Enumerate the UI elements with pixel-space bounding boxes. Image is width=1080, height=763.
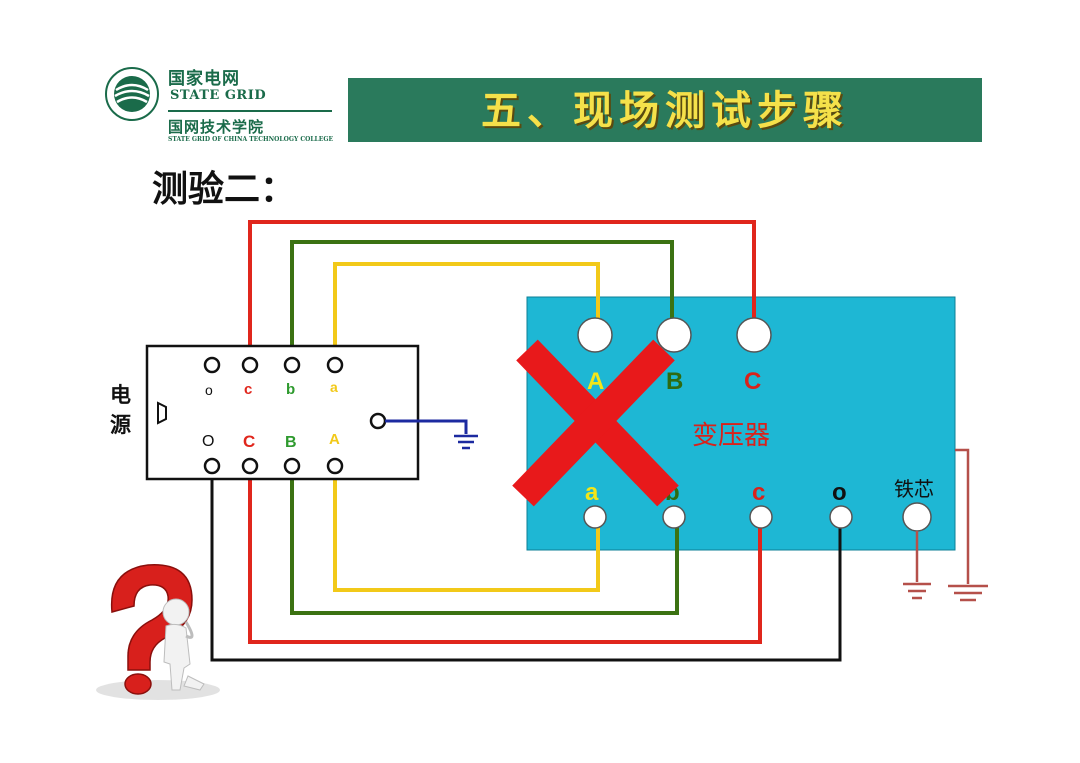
transformer-label: 变压器	[692, 421, 770, 451]
slide-subtitle: 测验二：	[152, 169, 297, 210]
source-terminal-a-top	[326, 356, 344, 374]
source-terminal-a-bottom	[326, 457, 344, 475]
lv-terminal-c	[749, 505, 773, 529]
hv-terminal-B	[656, 317, 692, 353]
hv-label-A: A	[587, 368, 604, 395]
source-terminal-o-bottom	[203, 457, 221, 475]
source-terminal-b-bottom	[283, 457, 301, 475]
source-label-b-bottom: B	[285, 434, 297, 451]
lv-terminal-b	[662, 505, 686, 529]
state-grid-logo-icon	[105, 67, 159, 121]
college-name-cn: 国网技术学院	[168, 118, 265, 136]
source-terminal-b-top	[283, 356, 301, 374]
question-figure-icon	[96, 564, 220, 700]
hv-label-B: B	[666, 368, 683, 395]
title-bar: 五、现场测试步骤	[348, 78, 982, 142]
source-terminal-c-bottom	[241, 457, 259, 475]
source-terminal-c-top	[241, 356, 259, 374]
tank-ground-wire	[955, 448, 970, 584]
source-title-line1: 电	[110, 383, 131, 407]
wire-green-top	[290, 240, 674, 358]
power-source-box	[145, 344, 420, 481]
source-symbol-icon	[157, 401, 167, 425]
wire-red-top	[248, 220, 756, 358]
hv-terminal-A	[577, 317, 613, 353]
lv-label-o: o	[832, 479, 847, 506]
lv-label-c: c	[752, 479, 765, 506]
lv-terminal-a	[583, 505, 607, 529]
logo-text-en: STATE GRID	[170, 88, 267, 103]
lv-terminal-o	[829, 505, 853, 529]
source-label-o-top: o	[205, 382, 213, 398]
college-name-en: STATE GRID OF CHINA TECHNOLOGY COLLEGE	[168, 136, 334, 143]
source-label-a-bottom: A	[329, 431, 340, 448]
source-label-b-top: b	[286, 381, 295, 398]
source-terminal-o-top	[203, 356, 221, 374]
cross-stroke-2	[512, 339, 675, 507]
source-title-line2: 源	[110, 413, 131, 437]
wire-black-bottom	[210, 474, 842, 662]
wire-yellow-bottom	[333, 474, 600, 592]
source-label-o-bottom: O	[202, 433, 214, 450]
source-ground-wire	[385, 419, 468, 434]
slide-title: 五、现场测试步骤	[481, 88, 849, 134]
source-ground-terminal	[369, 412, 387, 430]
wire-yellow-top	[333, 262, 600, 358]
source-label-c-bottom: C	[243, 432, 255, 451]
wire-green-bottom	[290, 474, 679, 615]
logo-divider	[168, 110, 332, 112]
hv-label-C: C	[744, 368, 761, 395]
logo-text-cn: 国家电网	[168, 69, 240, 89]
core-terminal	[902, 502, 932, 532]
source-label-c-top: c	[244, 381, 252, 398]
logo-block: 国家电网 STATE GRID 国网技术学院 STATE GRID OF CHI…	[104, 62, 336, 146]
wire-red-bottom	[248, 474, 762, 644]
hv-terminal-C	[736, 317, 772, 353]
core-label: 铁芯	[894, 477, 934, 501]
source-label-a-top: a	[330, 379, 338, 395]
lv-label-a: a	[585, 479, 599, 506]
